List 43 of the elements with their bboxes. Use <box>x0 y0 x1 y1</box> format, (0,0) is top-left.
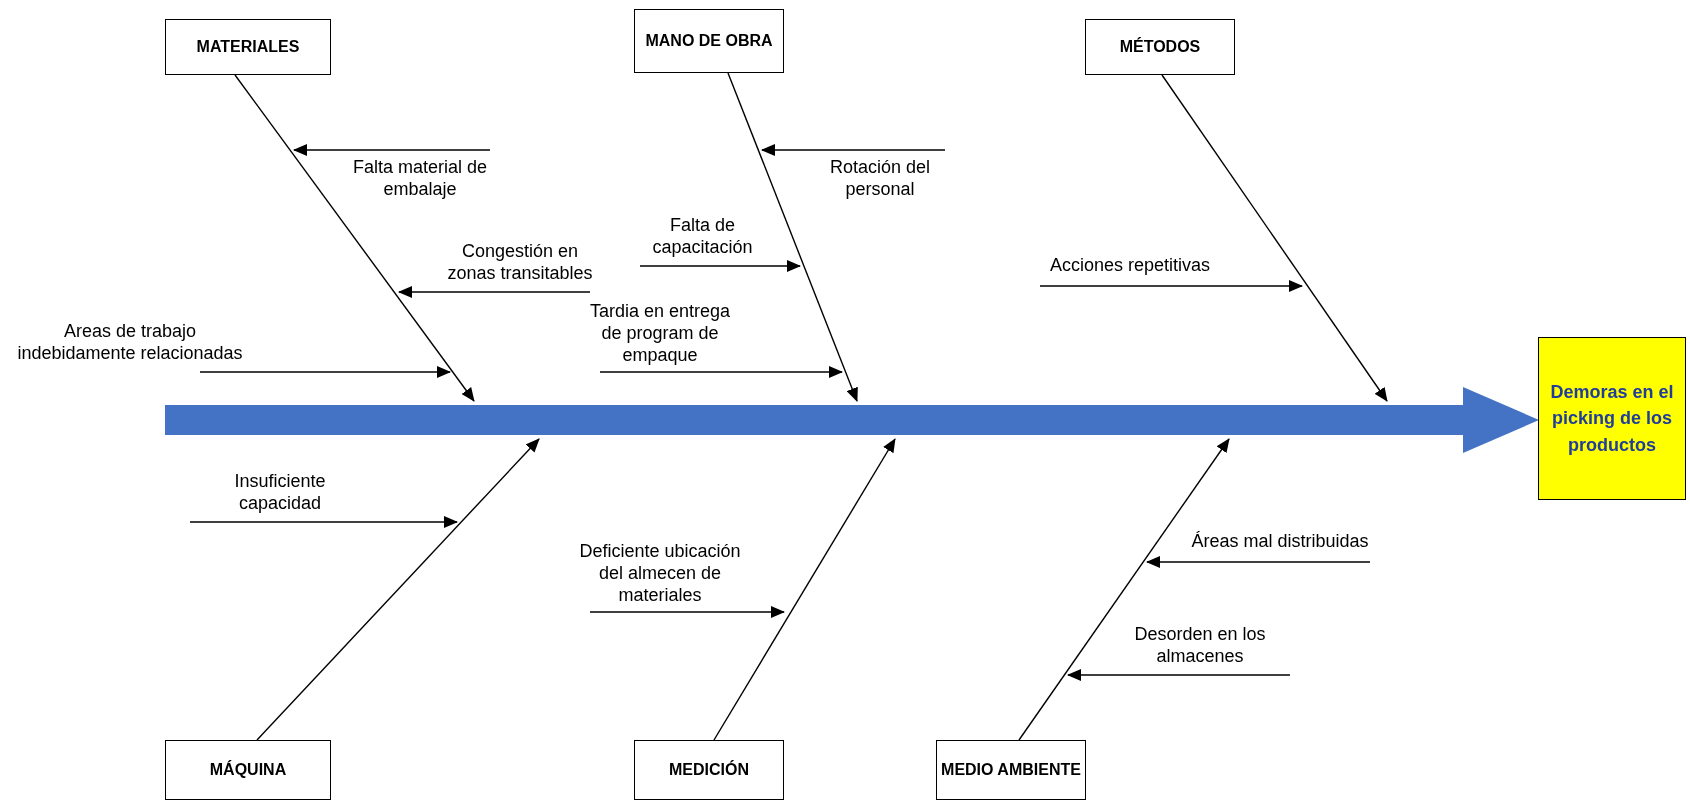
category-box <box>936 740 1086 800</box>
category-label: MEDICIÓN <box>669 759 749 780</box>
effect-label: Demoras en el picking de los productos <box>1549 381 1675 457</box>
spine-arrow <box>165 387 1539 453</box>
cause-arrow <box>189 516 458 528</box>
category-label: MATERIALES <box>196 36 300 57</box>
category-box <box>634 740 784 800</box>
cause-text: Deficiente ubicación del almecen de materiales <box>570 540 750 606</box>
cause-text: Desorden en los almacenes <box>1100 623 1300 669</box>
bone-arrow <box>256 438 540 741</box>
category-box <box>634 9 784 73</box>
category-box <box>165 19 331 75</box>
bone-arrow <box>1161 74 1388 402</box>
cause-arrow <box>639 260 801 272</box>
category-label: MÉTODOS <box>1119 36 1201 57</box>
bone-arrow <box>234 74 475 402</box>
bone-arrow <box>1018 438 1230 741</box>
bone-arrow <box>727 72 858 402</box>
cause-arrow <box>599 366 843 378</box>
cause-text: Falta de capacitación <box>630 214 775 260</box>
bone-arrow <box>713 438 896 741</box>
cause-arrow <box>199 366 451 378</box>
category-box <box>165 740 331 800</box>
cause-text: Congestión en zonas transitables <box>440 240 600 286</box>
cause-arrow <box>398 286 591 298</box>
cause-arrow <box>293 144 491 156</box>
category-label: MÁQUINA <box>209 759 287 780</box>
cause-text: Insuficiente capacidad <box>180 470 380 516</box>
cause-text: Acciones repetitivas <box>1030 254 1230 280</box>
cause-text: Falta material de embalaje <box>345 156 495 202</box>
cause-text: Areas de trabajo indebidamente relacionadas <box>10 320 250 366</box>
cause-text: Rotación del personal <box>810 156 950 202</box>
category-label: MANO DE OBRA <box>645 30 773 51</box>
cause-arrow <box>589 606 785 618</box>
cause-arrow <box>1067 669 1291 681</box>
cause-arrow <box>1146 556 1371 568</box>
category-box <box>1085 19 1235 75</box>
category-label: MEDIO AMBIENTE <box>941 759 1081 780</box>
cause-arrow <box>1039 280 1303 292</box>
cause-arrow <box>761 144 946 156</box>
effect-box <box>1538 337 1686 500</box>
cause-text: Áreas mal distribuidas <box>1180 530 1380 556</box>
cause-text: Tardia en entrega de program de empaque <box>580 300 740 366</box>
